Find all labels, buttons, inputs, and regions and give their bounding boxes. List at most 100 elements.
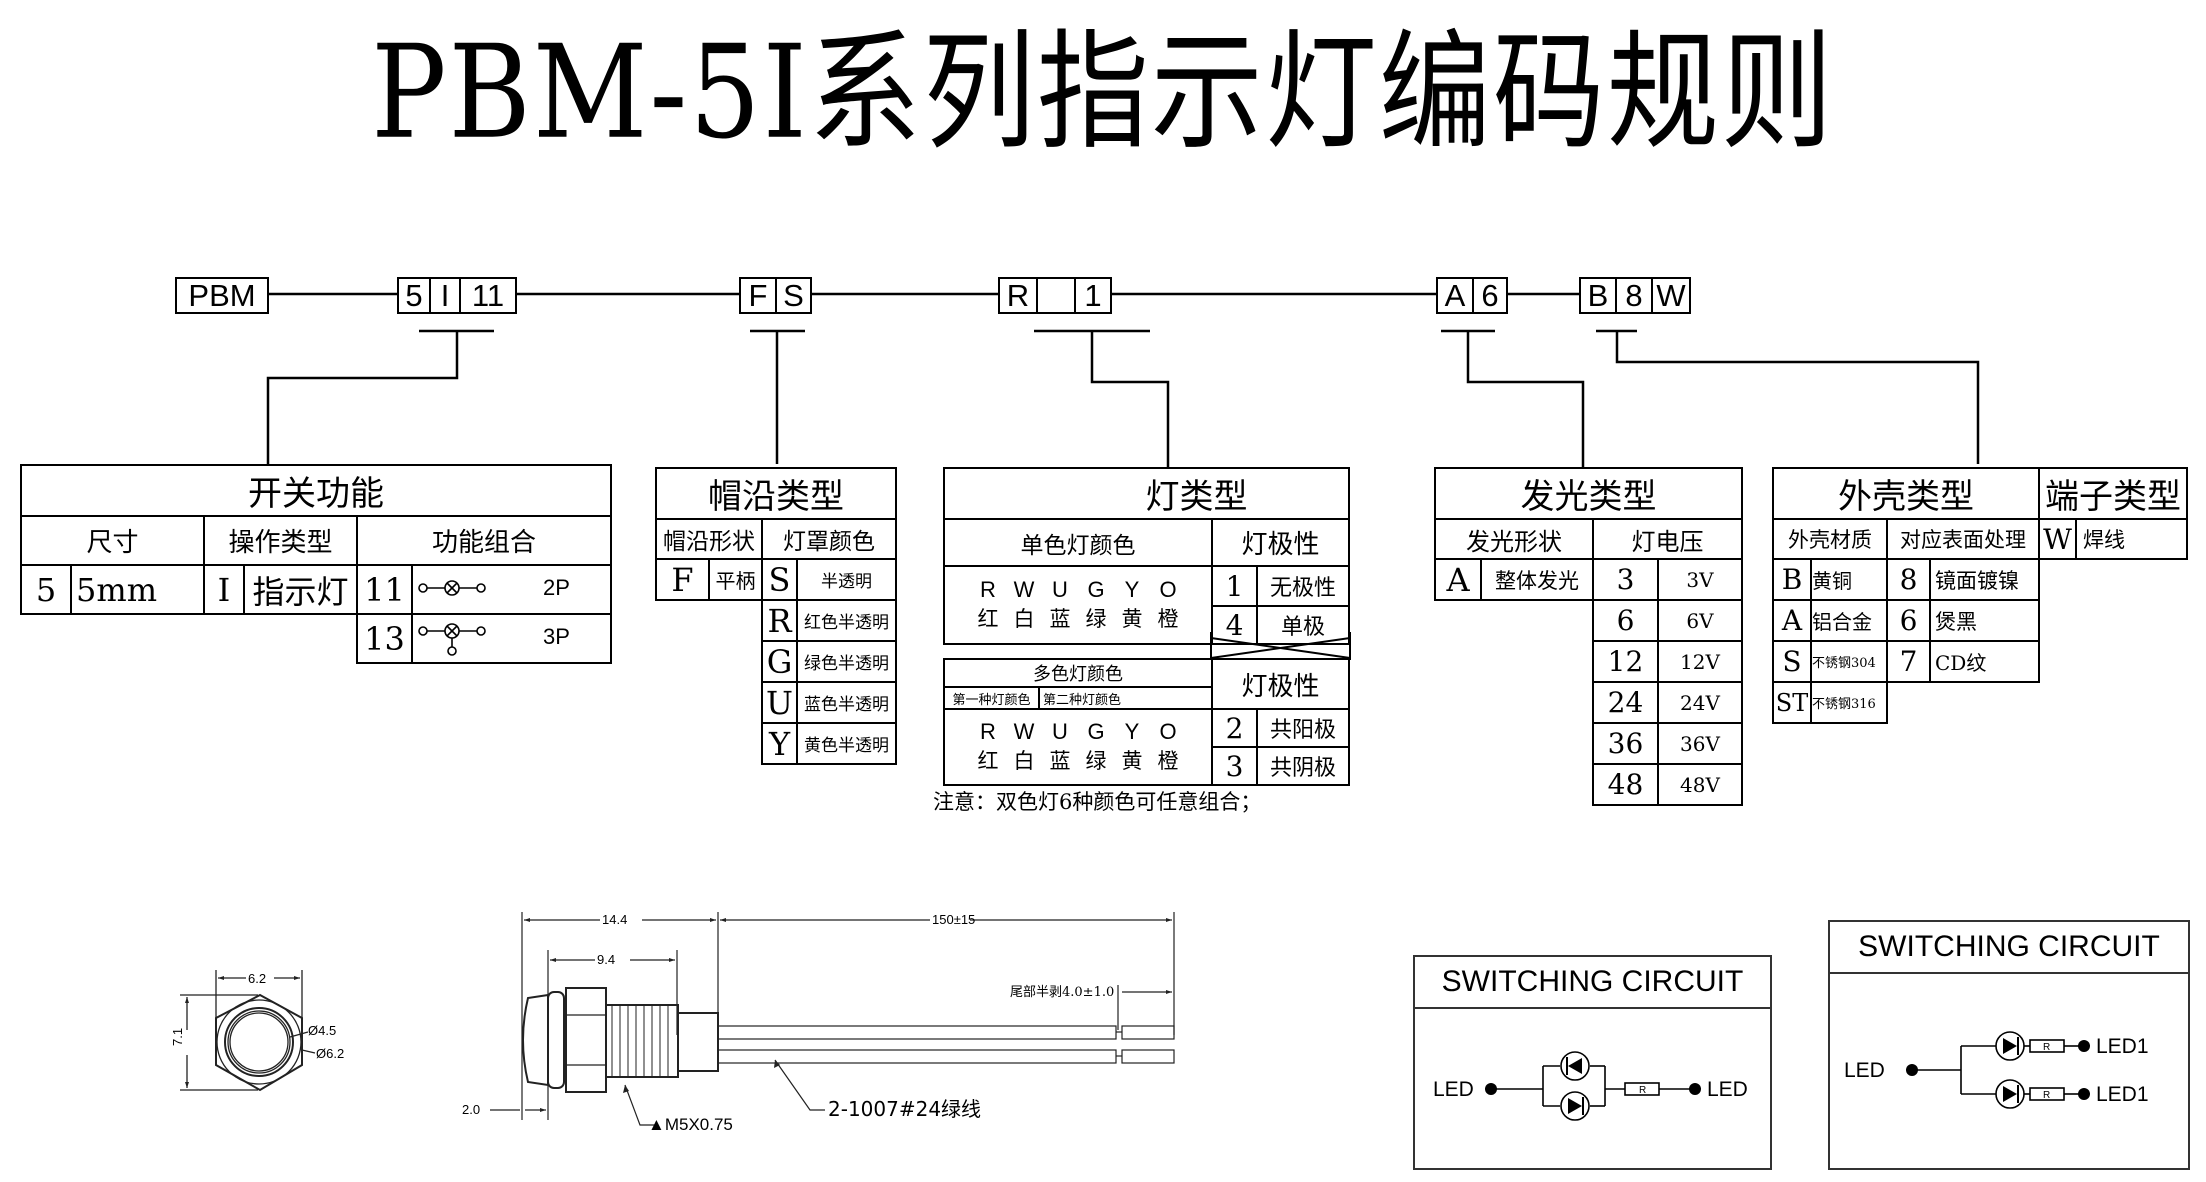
material-code: S [1772, 640, 1812, 683]
finish-label: 煲黑 [1929, 599, 2040, 642]
sub-header-first-color: 第一种灯颜色 [943, 686, 1040, 710]
output-terminal-label: LED1 [2096, 1083, 2149, 1106]
color-label: 绿色半透明 [796, 640, 897, 683]
polarity-code: 1 [1211, 565, 1258, 607]
voltage-label: 3V [1657, 558, 1743, 601]
strip-length-dim: 尾部半剥4.0±1.0 [1010, 985, 1114, 1000]
col-header-single-color: 单色灯颜色 [943, 518, 1213, 567]
polarity-label: 无极性 [1256, 565, 1350, 607]
circuit-title: SWITCHING CIRCUIT [1415, 957, 1770, 1009]
resistor-label: R [1639, 1085, 1646, 1096]
table-title: 开关功能 [20, 464, 612, 517]
col-header-color: 灯罩颜色 [761, 518, 897, 560]
col-header-multi-color: 多色灯颜色 [943, 658, 1213, 688]
left-terminal-label: LED [1433, 1078, 1474, 1101]
shape-label: 整体发光 [1480, 558, 1594, 601]
code-cell: PBM [188, 277, 256, 313]
col-header-polarity: 灯极性 [1211, 658, 1350, 710]
dual-circuit-diagram: R R LED LED1 LED1 [1844, 1031, 2149, 1109]
color-code: U [761, 681, 798, 724]
wire-length-dim: 150±15 [932, 912, 975, 927]
col-header-shape: 发光形状 [1434, 518, 1594, 560]
polarity-code: 4 [1211, 605, 1258, 645]
wire-spec: 2-1007#24绿线 [828, 1097, 981, 1121]
color-code: S [761, 558, 798, 601]
material-code: B [1772, 558, 1812, 601]
voltage-code: 6 [1592, 599, 1659, 642]
code-cell: F [741, 278, 777, 313]
polarity-code: 2 [1211, 708, 1258, 748]
shape-code: A [1434, 558, 1482, 601]
resistor-label: R [2043, 1042, 2050, 1053]
led-icon [1568, 1098, 1582, 1114]
terminal-code: W [2038, 518, 2077, 560]
polarity-label: 共阴极 [1256, 746, 1350, 786]
shape-code: F [655, 558, 710, 601]
col-header-finish: 对应表面处理 [1886, 518, 2040, 560]
sub-header-second-color: 第二种灯颜色 [1038, 686, 1213, 710]
color-code: Y [761, 722, 798, 765]
combo-cell: 2P [411, 564, 612, 615]
led-icon [2003, 1086, 2017, 1102]
col-header-operation: 操作类型 [203, 515, 358, 566]
col-header-polarity: 灯极性 [1211, 518, 1350, 567]
terminal-dot [1485, 1083, 1497, 1095]
terminal-title: 端子类型 [2038, 467, 2188, 520]
thread-length-dim: 9.4 [597, 952, 615, 967]
polarity-label: 单极 [1256, 605, 1350, 645]
col-header-material: 外壳材质 [1772, 518, 1888, 560]
table-title: 灯类型 [943, 467, 1350, 520]
lamp-3p-icon [418, 622, 486, 656]
voltage-label: 12V [1657, 640, 1743, 683]
voltage-label: 36V [1657, 722, 1743, 765]
polarity-code: 3 [1211, 746, 1258, 786]
table-title: 帽沿类型 [655, 467, 897, 520]
switch-function-table: 开关功能 尺寸 操作类型 功能组合 5 5mm I 指示灯 11 2P 13 3… [20, 464, 612, 664]
voltage-code: 36 [1592, 722, 1659, 765]
input-terminal-label: LED [1844, 1059, 1885, 1082]
voltage-code: 24 [1592, 681, 1659, 724]
single-color-names: 红白蓝绿黄橙 [977, 607, 1179, 631]
size-label: 5mm [70, 564, 205, 615]
terminal-dot [1689, 1083, 1701, 1095]
led-icon [2003, 1038, 2017, 1054]
color-code: G [761, 640, 798, 683]
material-label: 黄铜 [1810, 558, 1888, 601]
polarity-label: 共阳极 [1256, 708, 1350, 748]
cap-length-dim: 2.0 [462, 1102, 480, 1117]
finish-code: 8 [1886, 558, 1931, 601]
housing-terminal-table: 外壳类型 端子类型 外壳材质 对应表面处理 W 焊线 B 黄铜 8 镜面镀镍 A… [1772, 467, 2188, 724]
operation-label: 指示灯 [243, 564, 358, 615]
voltage-label: 48V [1657, 763, 1743, 806]
col-header-voltage: 灯电压 [1592, 518, 1743, 560]
color-label: 黄色半透明 [796, 722, 897, 765]
front-height-dim: 7.1 [170, 1028, 185, 1046]
material-label: 不锈钢304 [1810, 640, 1888, 683]
combo-code: 11 [356, 564, 413, 615]
terminal-dot [2078, 1088, 2090, 1100]
combo-code: 13 [356, 613, 413, 664]
color-label: 蓝色半透明 [796, 681, 897, 724]
code-housing-box: B 8 W [1579, 277, 1691, 314]
color-label: 红色半透明 [796, 599, 897, 642]
code-cell: A [1438, 278, 1474, 313]
voltage-code: 48 [1592, 763, 1659, 806]
front-view-drawing: 6.2 7.1 Ø4.5 Ø6.2 [170, 970, 344, 1092]
material-label: 铝合金 [1810, 599, 1888, 642]
terminal-dot [1906, 1064, 1918, 1076]
color-label: 半透明 [796, 558, 897, 601]
code-switch-box: 5 I 11 [397, 277, 517, 314]
right-terminal-label: LED [1707, 1078, 1748, 1101]
multi-color-names: 红白蓝绿黄橙 [977, 749, 1179, 773]
code-cell: S [783, 277, 804, 313]
code-cell: 11 [471, 277, 505, 313]
material-code: A [1772, 599, 1812, 642]
output-terminal-label: LED1 [2096, 1035, 2149, 1058]
shape-label: 平柄 [708, 558, 763, 601]
